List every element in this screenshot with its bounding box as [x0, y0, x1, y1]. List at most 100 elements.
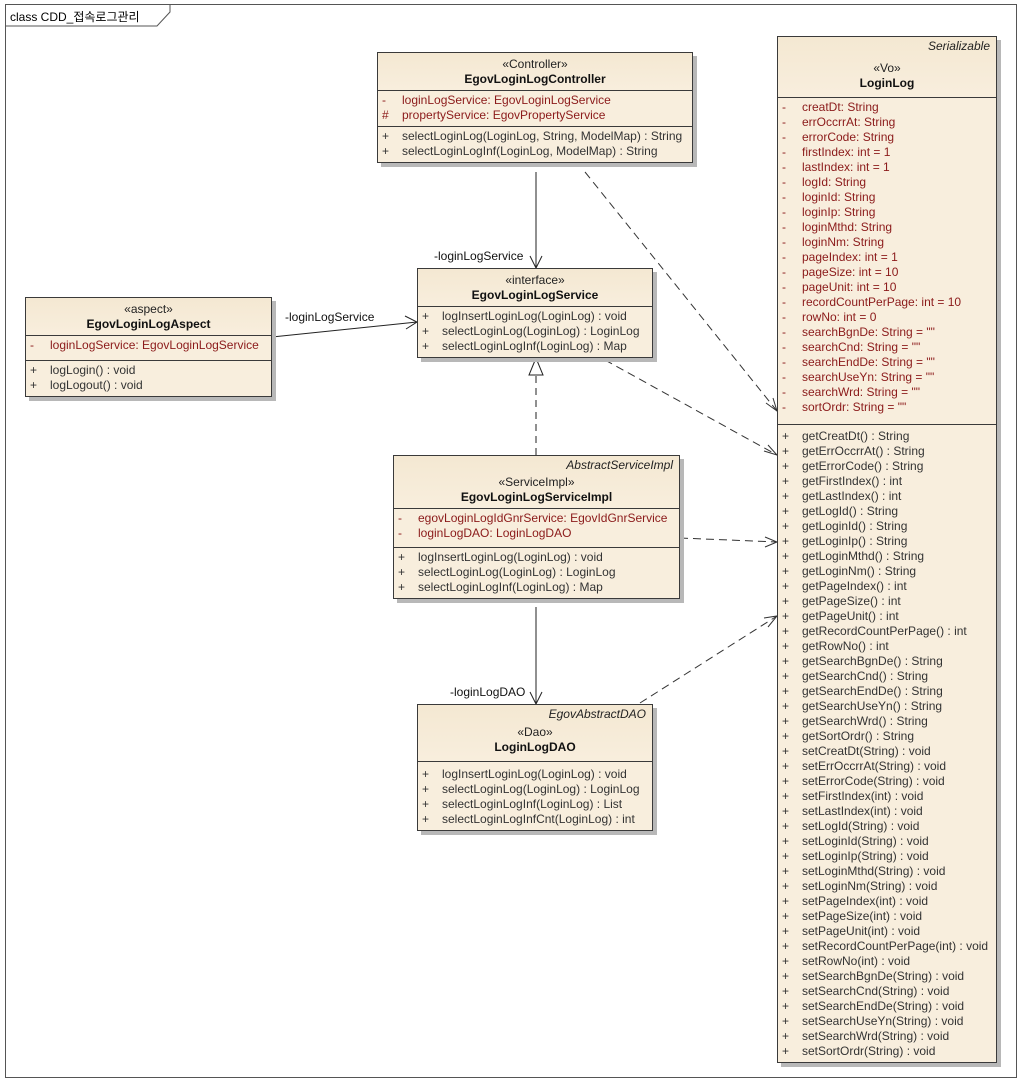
- attribute-row[interactable]: #propertyService: EgovPropertyService: [378, 108, 692, 123]
- operation-row[interactable]: +getLastIndex() : int: [778, 489, 996, 504]
- visibility-marker: -: [782, 145, 786, 159]
- operation-row[interactable]: +getLoginIp() : String: [778, 534, 996, 549]
- operation-row[interactable]: +setPageIndex(int) : void: [778, 894, 996, 909]
- operation-row[interactable]: +setSearchCnd(String) : void: [778, 984, 996, 999]
- operation-row[interactable]: +selectLoginLogInf(LoginLog) : List: [418, 797, 652, 812]
- operation-row[interactable]: +getPageSize() : int: [778, 594, 996, 609]
- operation-row[interactable]: +setErrorCode(String) : void: [778, 774, 996, 789]
- operation-row[interactable]: +getErrOccrrAt() : String: [778, 444, 996, 459]
- visibility-marker: +: [782, 669, 790, 683]
- operation-row[interactable]: +getFirstIndex() : int: [778, 474, 996, 489]
- operation-row[interactable]: +getCreatDt() : String: [778, 429, 996, 444]
- operation-row[interactable]: +logInsertLoginLog(LoginLog) : void: [418, 309, 652, 324]
- operation-row[interactable]: +setRecordCountPerPage(int) : void: [778, 939, 996, 954]
- class-login-log-vo[interactable]: Serializable «Vo» LoginLog -creatDt: Str…: [777, 36, 997, 1063]
- attribute-row[interactable]: -loginIp: String: [778, 205, 996, 220]
- operation-row[interactable]: +setLoginNm(String) : void: [778, 879, 996, 894]
- operation-text: setLogId(String) : void: [802, 819, 920, 833]
- operation-row[interactable]: +setLoginMthd(String) : void: [778, 864, 996, 879]
- operation-row[interactable]: +getLoginMthd() : String: [778, 549, 996, 564]
- operation-row[interactable]: +logLogin() : void: [26, 363, 271, 378]
- operation-row[interactable]: +setSortOrdr(String) : void: [778, 1044, 996, 1059]
- operation-row[interactable]: +setCreatDt(String) : void: [778, 744, 996, 759]
- operation-row[interactable]: +getSearchWrd() : String: [778, 714, 996, 729]
- operation-row[interactable]: +selectLoginLogInf(LoginLog) : Map: [394, 580, 679, 595]
- operation-row[interactable]: +getRecordCountPerPage() : int: [778, 624, 996, 639]
- operation-row[interactable]: +setSearchUseYn(String) : void: [778, 1014, 996, 1029]
- operation-row[interactable]: +getRowNo() : int: [778, 639, 996, 654]
- operation-row[interactable]: + getSearchCnd() : String: [778, 669, 996, 684]
- attribute-row[interactable]: -searchEndDe: String = "": [778, 355, 996, 370]
- attribute-row[interactable]: -loginLogService: EgovLoginLogService: [378, 93, 692, 108]
- attribute-row[interactable]: -errorCode: String: [778, 130, 996, 145]
- attribute-row[interactable]: -firstIndex: int = 1: [778, 145, 996, 160]
- attribute-row[interactable]: -pageUnit: int = 10: [778, 280, 996, 295]
- attribute-row[interactable]: -loginLogService: EgovLoginLogService: [26, 338, 271, 353]
- attribute-row[interactable]: -loginId: String: [778, 190, 996, 205]
- attribute-row[interactable]: -sortOrdr: String = "": [778, 400, 996, 415]
- operation-row[interactable]: +logInsertLoginLog(LoginLog) : void: [418, 767, 652, 782]
- attribute-row[interactable]: -pageSize: int = 10: [778, 265, 996, 280]
- operation-row[interactable]: +getSearchEndDe() : String: [778, 684, 996, 699]
- operation-row[interactable]: +selectLoginLogInfCnt(LoginLog) : int: [418, 812, 652, 827]
- operation-text: setLastIndex(int) : void: [802, 804, 923, 818]
- operations-section: +selectLoginLog(LoginLog, String, ModelM…: [378, 126, 692, 162]
- attribute-row[interactable]: -recordCountPerPage: int = 10: [778, 295, 996, 310]
- class-egov-login-log-service[interactable]: «interface» EgovLoginLogService +logInse…: [417, 268, 653, 358]
- operation-row[interactable]: +getLogId() : String: [778, 504, 996, 519]
- operation-row[interactable]: +getLoginId() : String: [778, 519, 996, 534]
- operation-row[interactable]: +getPageUnit() : int: [778, 609, 996, 624]
- attribute-row[interactable]: -searchUseYn: String = "": [778, 370, 996, 385]
- class-egov-login-log-service-impl[interactable]: AbstractServiceImpl «ServiceImpl» EgovLo…: [393, 455, 680, 599]
- attribute-row[interactable]: -loginLogDAO: LoginLogDAO: [394, 526, 679, 541]
- attribute-row[interactable]: -egovLoginLogIdGnrService: EgovIdGnrServ…: [394, 511, 679, 526]
- attribute-row[interactable]: -pageIndex: int = 1: [778, 250, 996, 265]
- class-egov-login-log-controller[interactable]: «Controller» EgovLoginLogController -log…: [377, 52, 693, 163]
- operation-row[interactable]: +setPageUnit(int) : void: [778, 924, 996, 939]
- operation-row[interactable]: +selectLoginLog(LoginLog) : LoginLog: [418, 782, 652, 797]
- operation-text: getSearchCnd() : String: [802, 669, 929, 683]
- operation-row[interactable]: +getPageIndex() : int: [778, 579, 996, 594]
- operation-row[interactable]: +setErrOccrrAt(String) : void: [778, 759, 996, 774]
- operation-text: selectLoginLogInf(LoginLog, ModelMap) : …: [402, 144, 658, 158]
- attribute-row[interactable]: -searchBgnDe: String = "": [778, 325, 996, 340]
- operation-row[interactable]: +getSearchBgnDe() : String: [778, 654, 996, 669]
- attribute-row[interactable]: -searchCnd: String = "": [778, 340, 996, 355]
- visibility-marker: +: [782, 789, 790, 803]
- operation-row[interactable]: +setSearchWrd(String) : void: [778, 1029, 996, 1044]
- operation-row[interactable]: +selectLoginLog(LoginLog, String, ModelM…: [378, 129, 692, 144]
- attribute-row[interactable]: -loginNm: String: [778, 235, 996, 250]
- operation-row[interactable]: +getLoginNm() : String: [778, 564, 996, 579]
- class-login-log-dao[interactable]: EgovAbstractDAO «Dao» LoginLogDAO +logIn…: [417, 704, 653, 831]
- attribute-row[interactable]: -searchWrd: String = "": [778, 385, 996, 400]
- operation-row[interactable]: +getSortOrdr() : String: [778, 729, 996, 744]
- attribute-row[interactable]: -rowNo: int = 0: [778, 310, 996, 325]
- operation-row[interactable]: +setSearchEndDe(String) : void: [778, 999, 996, 1014]
- operation-row[interactable]: +logInsertLoginLog(LoginLog) : void: [394, 550, 679, 565]
- attribute-row[interactable]: -errOccrrAt: String: [778, 115, 996, 130]
- attribute-row[interactable]: -loginMthd: String: [778, 220, 996, 235]
- operation-row[interactable]: +logLogout() : void: [26, 378, 271, 393]
- attribute-row[interactable]: -logId: String: [778, 175, 996, 190]
- operation-row[interactable]: +setLoginId(String) : void: [778, 834, 996, 849]
- operation-row[interactable]: +setLogId(String) : void: [778, 819, 996, 834]
- operation-row[interactable]: +getErrorCode() : String: [778, 459, 996, 474]
- operation-row[interactable]: +selectLoginLog(LoginLog) : LoginLog: [418, 324, 652, 339]
- attribute-row[interactable]: -creatDt: String: [778, 100, 996, 115]
- operation-row[interactable]: +setLastIndex(int) : void: [778, 804, 996, 819]
- operation-row[interactable]: +setRowNo(int) : void: [778, 954, 996, 969]
- operation-row[interactable]: +setLoginIp(String) : void: [778, 849, 996, 864]
- operation-row[interactable]: +selectLoginLogInf(LoginLog) : Map: [418, 339, 652, 354]
- operation-row[interactable]: +setFirstIndex(int) : void: [778, 789, 996, 804]
- operation-row[interactable]: +getSearchUseYn() : String: [778, 699, 996, 714]
- visibility-marker: +: [782, 639, 790, 653]
- visibility-marker: +: [782, 864, 790, 878]
- operation-row[interactable]: +setSearchBgnDe(String) : void: [778, 969, 996, 984]
- operation-row[interactable]: +selectLoginLogInf(LoginLog, ModelMap) :…: [378, 144, 692, 159]
- operation-row[interactable]: +setPageSize(int) : void: [778, 909, 996, 924]
- operation-row[interactable]: +selectLoginLog(LoginLog) : LoginLog: [394, 565, 679, 580]
- attribute-text: errorCode: String: [802, 130, 895, 144]
- operation-text: selectLoginLog(LoginLog, String, ModelMa…: [402, 129, 683, 143]
- class-egov-login-log-aspect[interactable]: «aspect» EgovLoginLogAspect -loginLogSer…: [25, 297, 272, 397]
- attribute-row[interactable]: -lastIndex: int = 1: [778, 160, 996, 175]
